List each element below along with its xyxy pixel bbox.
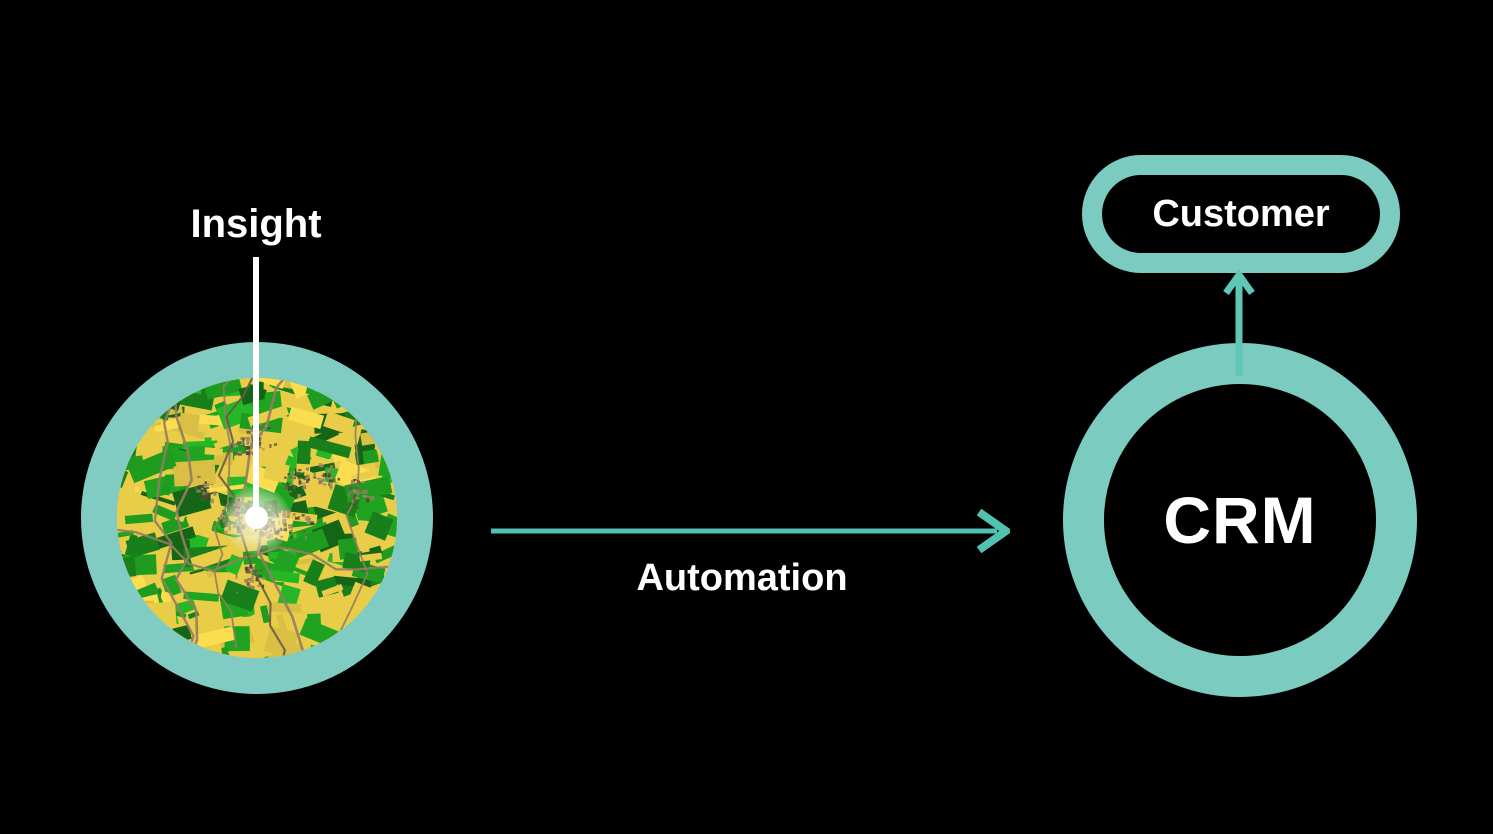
insight-point-marker — [245, 506, 268, 529]
automation-arrow-icon — [491, 508, 1010, 554]
customer-pill: Customer — [1082, 155, 1400, 273]
customer-label: Customer — [1152, 192, 1330, 235]
crm-circle: CRM — [1063, 343, 1417, 697]
automation-label: Automation — [636, 557, 848, 599]
insight-pointer-line — [253, 257, 259, 518]
crm-label: CRM — [1163, 483, 1317, 557]
crm-to-customer-arrow-icon — [1223, 269, 1255, 376]
insight-label: Insight — [190, 202, 322, 246]
